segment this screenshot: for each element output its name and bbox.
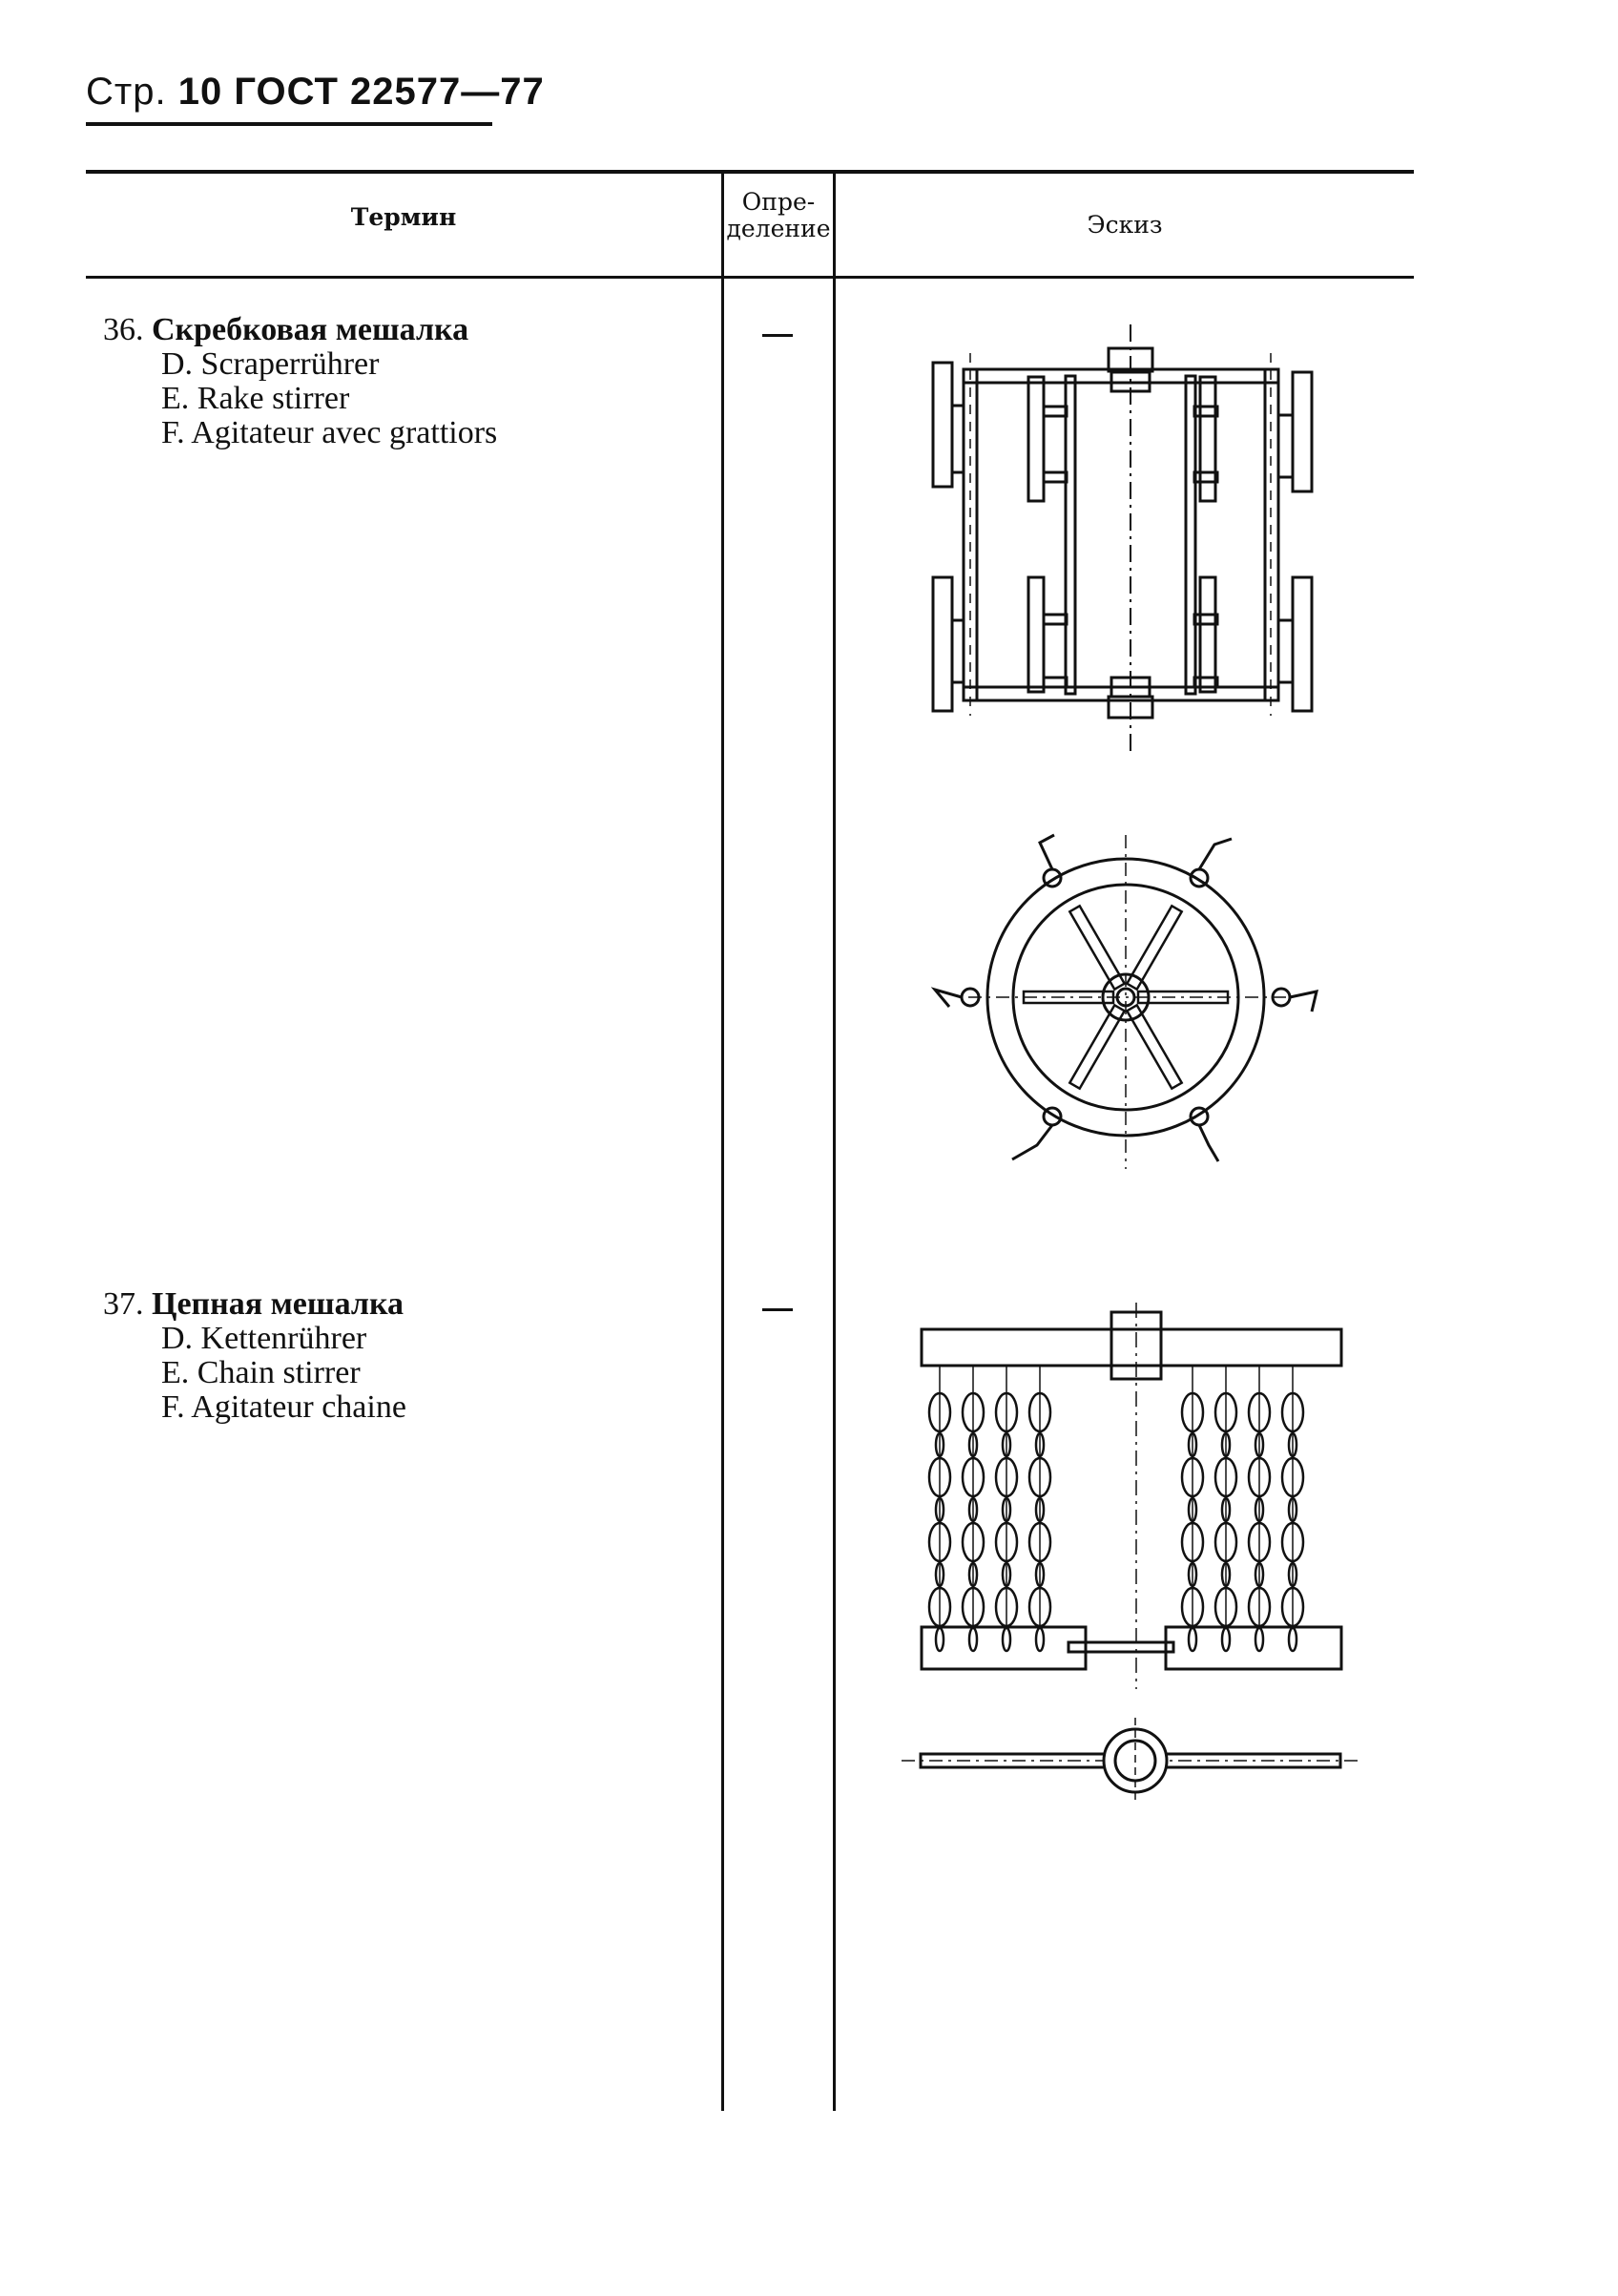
chain-link <box>994 1521 1019 1563</box>
term-title: Скребковая мешалка <box>152 312 469 347</box>
chain-link-edge <box>1254 1431 1265 1458</box>
standard-number: ГОСТ 22577—77 <box>234 71 545 113</box>
chain-link <box>1280 1456 1305 1498</box>
chain-link-edge <box>1187 1431 1198 1458</box>
chain-link <box>1214 1456 1238 1498</box>
chain-link <box>927 1456 952 1498</box>
rake-stirrer-side-view <box>931 324 1314 754</box>
chain-link <box>1027 1391 1052 1433</box>
chain-link-edge <box>1287 1496 1298 1523</box>
page-header: Стр. 10 ГОСТ 22577—77 <box>86 71 545 114</box>
chain-link-edge <box>1254 1561 1265 1588</box>
chain-stirrer-side-view <box>920 1303 1343 1689</box>
chain-link-edge <box>967 1561 979 1588</box>
chain-link <box>927 1391 952 1433</box>
definition-dash-36 <box>762 334 793 337</box>
chain-link <box>1280 1521 1305 1563</box>
column-header-definition: Опре- деление <box>724 189 833 241</box>
chain-link-edge <box>1220 1561 1232 1588</box>
chain-link <box>1180 1391 1205 1433</box>
chain-link <box>1027 1586 1052 1628</box>
term-french: F. Agitateur chaine <box>161 1389 406 1425</box>
chain-link-edge <box>1034 1561 1046 1588</box>
chain-link-edge <box>1187 1626 1198 1653</box>
term-german: D. Scraperrührer <box>161 346 380 382</box>
chain-link <box>1180 1456 1205 1498</box>
definition-header-line1: Опре- <box>741 188 816 216</box>
chain-link <box>1214 1391 1238 1433</box>
chain-stirrer-top-view <box>902 1718 1359 1804</box>
chain-link-edge <box>1034 1626 1046 1653</box>
term-title: Цепная мешалка <box>152 1286 404 1322</box>
table-header-rule <box>86 276 1414 279</box>
chain-link-edge <box>1187 1561 1198 1588</box>
chain-link-edge <box>1220 1431 1232 1458</box>
term-french: F. Agitateur avec grattiors <box>161 415 498 450</box>
chain-link-edge <box>1001 1626 1012 1653</box>
chain-link-edge <box>1034 1496 1046 1523</box>
chain-link <box>1214 1521 1238 1563</box>
chain-link-edge <box>1001 1431 1012 1458</box>
definition-header-line2: деление <box>726 214 831 242</box>
term-english: E. Chain stirrer <box>161 1355 361 1390</box>
chain-link <box>1247 1456 1272 1498</box>
chain-link <box>994 1586 1019 1628</box>
chain-link-edge <box>1287 1431 1298 1458</box>
chain-link-edge <box>967 1626 979 1653</box>
column-header-sketch: Эскиз <box>1087 211 1163 239</box>
term-number: 36. <box>103 312 144 347</box>
chain-link-edge <box>1001 1561 1012 1588</box>
term-german: D. Kettenrührer <box>161 1321 367 1356</box>
chain-link-edge <box>934 1561 945 1588</box>
chain-links <box>927 1366 1305 1653</box>
chain-link-edge <box>1220 1496 1232 1523</box>
chain-link-edge <box>1220 1626 1232 1653</box>
page-prefix: Стр. <box>86 71 167 113</box>
header-underline <box>86 122 492 126</box>
term-entry-37: 37. Цепная мешалка D. Kettenrührer E. Ch… <box>103 1287 406 1425</box>
chain-link <box>994 1456 1019 1498</box>
chain-link-edge <box>934 1431 945 1458</box>
chain-link <box>1180 1586 1205 1628</box>
chain-link <box>927 1586 952 1628</box>
chain-link <box>1247 1521 1272 1563</box>
chain-link <box>1280 1586 1305 1628</box>
chain-link-edge <box>967 1496 979 1523</box>
chain-link-edge <box>934 1496 945 1523</box>
chain-link-edge <box>934 1626 945 1653</box>
table-top-rule <box>86 170 1414 174</box>
chain-link-edge <box>1001 1496 1012 1523</box>
term-entry-36: 36. Скребковая мешалка D. Scraperrührer … <box>103 313 497 450</box>
chain-link-edge <box>1254 1626 1265 1653</box>
chain-link <box>1027 1521 1052 1563</box>
chain-link <box>1247 1586 1272 1628</box>
chain-link-edge <box>1254 1496 1265 1523</box>
chain-link <box>1214 1586 1238 1628</box>
term-number: 37. <box>103 1286 144 1322</box>
chain-link-edge <box>1187 1496 1198 1523</box>
chain-link-edge <box>1287 1561 1298 1588</box>
chain-link <box>994 1391 1019 1433</box>
term-english: E. Rake stirrer <box>161 381 350 416</box>
page-number: 10 <box>177 71 223 113</box>
column-divider-1 <box>721 172 724 2111</box>
column-header-term: Термин <box>350 203 457 231</box>
rake-stirrer-top-view <box>930 833 1319 1169</box>
chain-link <box>1247 1391 1272 1433</box>
chain-link-edge <box>1287 1626 1298 1653</box>
chain-link <box>961 1391 985 1433</box>
chain-link <box>961 1521 985 1563</box>
chain-link <box>1027 1456 1052 1498</box>
chain-link-edge <box>1034 1431 1046 1458</box>
column-divider-2 <box>833 172 836 2111</box>
definition-dash-37 <box>762 1308 793 1311</box>
chain-link <box>927 1521 952 1563</box>
chain-link <box>961 1456 985 1498</box>
chain-link <box>1280 1391 1305 1433</box>
chain-link <box>1180 1521 1205 1563</box>
chain-link <box>961 1586 985 1628</box>
chain-link-edge <box>967 1431 979 1458</box>
